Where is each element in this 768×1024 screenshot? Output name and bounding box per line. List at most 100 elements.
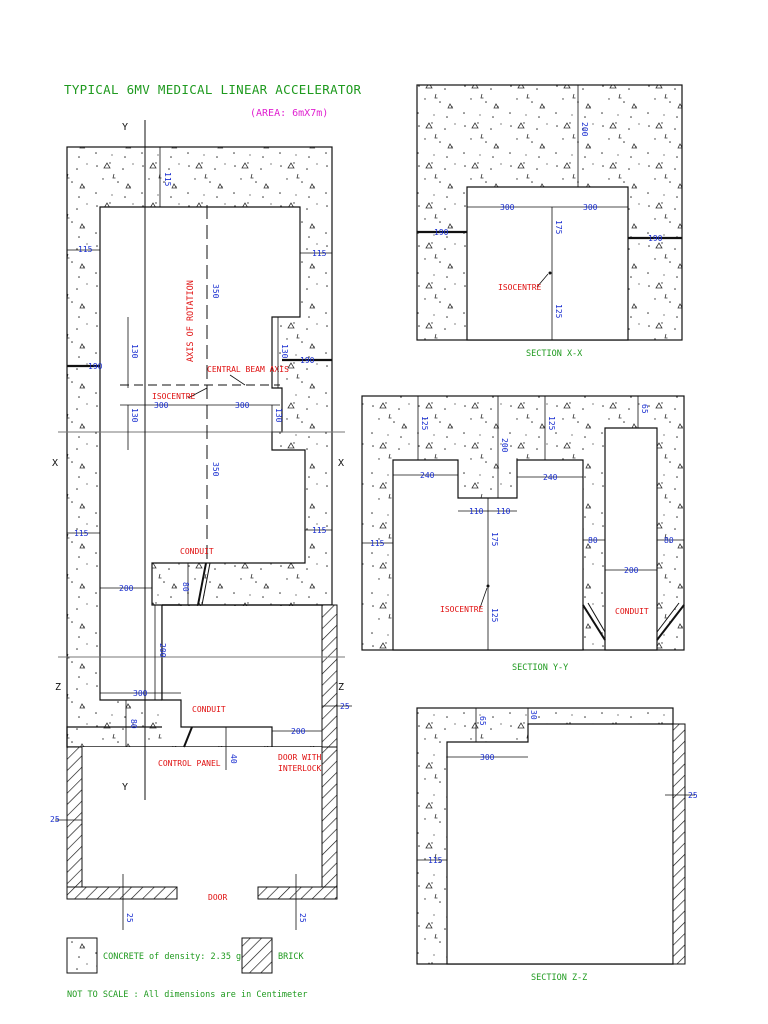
label-interlock: INTERLOCK [278, 764, 322, 773]
section-xx-label: SECTION X-X [526, 349, 583, 359]
label-axis-of-rotation: AXIS OF ROTATION [186, 280, 196, 362]
section-yy-maze [604, 427, 658, 651]
plan-maze-gap [162, 606, 331, 746]
dim-plan-350-lower: 350 [211, 462, 220, 477]
dim-xx-300-right: 300 [583, 203, 598, 212]
axis-label-z-right: Z [338, 682, 344, 693]
dim-yy-125-low: 125 [490, 608, 499, 623]
axis-label-z-left: Z [55, 682, 61, 693]
label-control-panel: CONTROL PANEL [158, 759, 221, 768]
dim-plan-200-vert: 200 [158, 643, 167, 658]
dim-zz-115: 115 [428, 856, 443, 865]
dim-plan-190-left: 190 [88, 362, 103, 371]
dim-yy-115: 115 [370, 539, 385, 548]
section-yy: 125 200 125 65 240 240 110 110 175 125 I… [361, 395, 685, 673]
plan-brick-wall-bottom-right [257, 886, 338, 900]
section-xx: 200 300 300 190 190 175 125 ISOCENTRE SE… [416, 84, 683, 359]
drawing-note: NOT TO SCALE : All dimensions are in Cen… [67, 990, 308, 1000]
dim-xx-125: 125 [554, 304, 563, 319]
plan-brick-wall-bottom-left [66, 886, 178, 900]
dim-plan-300-right: 300 [235, 401, 250, 410]
dim-plan-130-ul: 130 [130, 344, 139, 359]
room-area: (AREA: 6mX7m) [250, 108, 328, 119]
section-zz-brick-wall [672, 723, 686, 965]
plan-control-area [82, 747, 322, 887]
section-xx-room [466, 186, 629, 341]
axis-label-y-top: Y [122, 122, 128, 133]
dim-yy-80-left: 80 [588, 536, 598, 545]
axis-label-x-left: X [52, 458, 58, 469]
label-conduit-upper: CONDUIT [180, 547, 214, 556]
dim-plan-130-ur: 130 [280, 344, 289, 359]
dim-yy-240-right: 240 [543, 473, 558, 482]
dim-plan-115-top: 115 [163, 172, 172, 187]
plan-view: Y Y X X Z Z AXIS OF ROTATION CENTRAL BEA… [50, 120, 352, 930]
dim-zz-30: 30 [529, 710, 538, 720]
plan-brick-wall-right [321, 746, 338, 900]
dim-plan-300-left: 300 [154, 401, 169, 410]
plan-brick-wall-left [66, 746, 83, 900]
dim-yy-110-left: 110 [469, 507, 484, 516]
conduit-yy-right [656, 604, 685, 641]
dim-zz-25: 25 [688, 791, 698, 800]
dim-yy-80-right: 80 [664, 536, 674, 545]
dim-xx-190-left: 190 [434, 228, 449, 237]
dim-plan-25-bot-left: 25 [125, 913, 134, 923]
section-zz-label: SECTION Z-Z [531, 973, 587, 983]
dim-plan-200-door: 200 [291, 727, 306, 736]
legend: CONCRETE of density: 2.35 gm/cc BRICK NO… [66, 937, 308, 1000]
dim-plan-115-left: 115 [78, 245, 93, 254]
plan-brick-wall-maze [321, 604, 338, 748]
dim-plan-40: 40 [229, 754, 238, 764]
label-conduit-lower: CONDUIT [192, 705, 226, 714]
label-door-with: DOOR WITH [278, 753, 322, 762]
dim-yy-125-left: 125 [420, 416, 429, 431]
dim-yy-200: 200 [500, 438, 509, 453]
dim-plan-25-bot-right: 25 [298, 913, 307, 923]
dim-plan-350-upper: 350 [211, 284, 220, 299]
legend-brick-swatch [241, 937, 273, 974]
dim-xx-200: 200 [580, 122, 589, 137]
dim-zz-300: 300 [480, 753, 495, 762]
legend-brick-label: BRICK [278, 952, 304, 962]
dim-plan-200-maze: 200 [119, 584, 134, 593]
dim-yy-175: 175 [490, 532, 499, 547]
dim-plan-25-right: 25 [340, 702, 350, 711]
label-central-beam-axis: CENTRAL BEAM AXIS [207, 365, 289, 374]
legend-concrete-swatch [66, 937, 98, 974]
dim-plan-25-left: 25 [50, 815, 60, 824]
dim-yy-200-low: 200 [624, 566, 639, 575]
dim-yy-125-right: 125 [547, 416, 556, 431]
conduit-pipe-upper [197, 562, 207, 606]
dim-plan-80-conduit: 80 [181, 582, 190, 592]
label-isocentre-yy: ISOCENTRE [440, 605, 484, 614]
isocentre-leader [187, 387, 208, 399]
dim-xx-175: 175 [554, 220, 563, 235]
conduit-yy-left [582, 604, 606, 641]
label-isocentre-plan: ISOCENTRE [152, 392, 196, 401]
label-conduit-yy: CONDUIT [615, 607, 649, 616]
dim-yy-110-right: 110 [496, 507, 511, 516]
label-door: DOOR [208, 893, 227, 902]
dim-yy-240-left: 240 [420, 471, 435, 480]
section-zz: 65 30 300 25 115 SECTION Z-Z [416, 707, 698, 983]
conduit-pipe-lower [183, 726, 193, 748]
dim-xx-300-left: 300 [500, 203, 515, 212]
dim-plan-115-mid-left: 115 [74, 529, 89, 538]
conduit-pipe-upper-2 [201, 562, 211, 606]
dim-plan-80-bottom: 80 [129, 719, 138, 729]
dim-yy-65: 65 [640, 404, 649, 414]
dim-plan-115-right: 115 [312, 249, 327, 258]
section-yy-label: SECTION Y-Y [512, 663, 568, 673]
dim-plan-130-ll: 130 [130, 408, 139, 423]
dim-plan-115-mid-right: 115 [312, 526, 327, 535]
dim-plan-130-lr: 130 [274, 408, 283, 423]
axis-label-y-bottom: Y [122, 782, 128, 793]
dim-zz-65: 65 [478, 716, 487, 726]
axis-label-x-right: X [338, 458, 344, 469]
dim-plan-300-maze: 300 [133, 689, 148, 698]
beam-axis-leader [229, 374, 246, 386]
legend-concrete-label: CONCRETE of density: 2.35 gm/cc [103, 952, 262, 962]
dim-plan-190-right: 190 [300, 356, 315, 365]
